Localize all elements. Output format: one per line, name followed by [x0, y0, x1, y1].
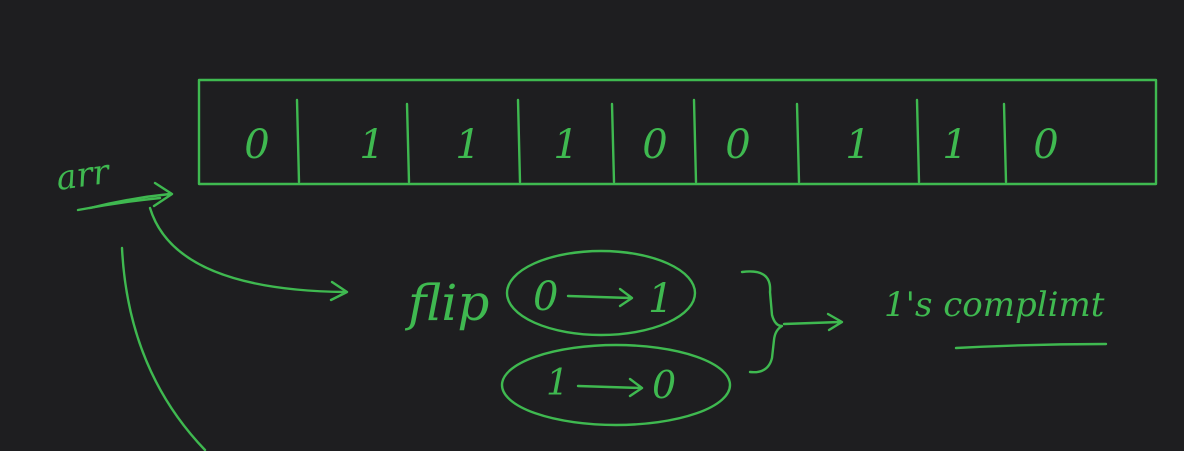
- array-cell-divider: [795, 102, 801, 184]
- rule-2-circle: [500, 343, 732, 427]
- array-cell-divider: [405, 102, 411, 184]
- array-cell-divider: [915, 98, 921, 184]
- array-cells: 0 1 1 1 0 0 1 1 0: [244, 98, 1059, 184]
- array-cell-divider: [610, 102, 616, 184]
- flip-word: flip: [404, 274, 489, 332]
- rule-1-circle: [505, 249, 697, 337]
- result-underline: [954, 342, 1108, 350]
- array-cell-divider: [692, 98, 698, 184]
- curly-brace: [740, 270, 784, 374]
- rule-1-to: 1: [648, 276, 673, 322]
- rule-2-arrow: [576, 377, 644, 398]
- array-cell-divider: [295, 98, 301, 184]
- array-cell-divider: [516, 98, 522, 184]
- result-label: 1's complimt: [884, 285, 1105, 325]
- rule-2-from: 1: [546, 363, 569, 404]
- array-cell-divider: [1002, 102, 1008, 184]
- flip-pointer-arrow: [148, 206, 349, 302]
- array-cell-digit: 0: [725, 122, 750, 168]
- array-cell-digit: 0: [244, 122, 269, 168]
- rule-1-from: 0: [533, 274, 558, 320]
- array-cell-digit: 1: [942, 122, 967, 168]
- array-cell-digit: 1: [845, 122, 870, 168]
- down-stroke: [120, 246, 207, 451]
- result-arrow: [782, 312, 844, 332]
- array-box: [197, 78, 1158, 186]
- array-label: arr: [54, 152, 114, 199]
- rule-1-arrow: [566, 287, 634, 308]
- array-cell-digit: 0: [642, 122, 667, 168]
- array-pointer-arrow: [88, 181, 174, 210]
- array-label-underline: [76, 196, 162, 212]
- array-cell-digit: 1: [553, 122, 578, 168]
- array-cell-digit: 1: [359, 122, 384, 168]
- array-cell-digit: 0: [1033, 122, 1058, 168]
- array-cell-digit: 1: [455, 122, 480, 168]
- rule-2-to: 0: [652, 363, 676, 407]
